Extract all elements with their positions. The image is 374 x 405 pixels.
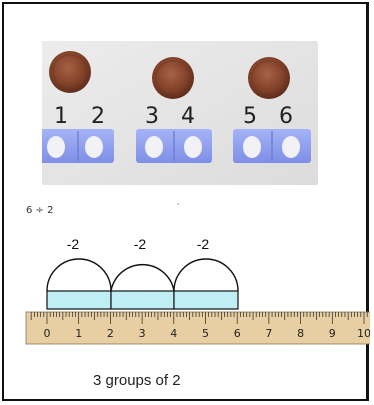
jump-arc-1 [47, 259, 111, 291]
group-bar-1 [47, 291, 111, 309]
ruler-label-10: 10 [357, 327, 370, 340]
ruler-label-0: 0 [44, 327, 51, 340]
cube-pair-3 [233, 129, 311, 163]
caption: 3 groups of 2 [93, 372, 181, 389]
ruler-label-2: 2 [107, 327, 114, 340]
jump-label-2: -2 [134, 236, 147, 252]
stray-dot [177, 203, 179, 205]
ruler-label-6: 6 [234, 327, 241, 340]
ruler: 0 1 2 3 4 5 6 7 8 9 10 [26, 312, 370, 344]
grouping-diagram: -2 -2 -2 0 1 2 3 4 5 6 7 8 9 10 [20, 230, 370, 366]
coin-1 [49, 51, 91, 93]
photo-number-5: 5 [243, 104, 257, 129]
ruler-label-1: 1 [75, 327, 82, 340]
photo-number-3: 3 [145, 104, 159, 129]
coin-2 [152, 57, 194, 99]
photo-number-6: 6 [279, 104, 293, 129]
jump-label-1: -2 [67, 236, 80, 252]
ruler-label-3: 3 [139, 327, 146, 340]
division-equation: 6 ÷ 2 [26, 205, 53, 216]
cube-pair-1 [42, 129, 114, 163]
ruler-label-4: 4 [170, 327, 177, 340]
coins-and-cubes-photo: 1 2 3 4 5 6 [42, 41, 318, 185]
ruler-label-8: 8 [297, 327, 304, 340]
jump-arc-3 [174, 259, 238, 291]
ruler-label-9: 9 [329, 327, 336, 340]
photo-number-4: 4 [181, 104, 195, 129]
ruler-label-5: 5 [202, 327, 209, 340]
photo-number-2: 2 [91, 104, 105, 129]
jump-label-3: -2 [197, 236, 210, 252]
group-bar-2 [111, 291, 174, 309]
coin-3 [248, 57, 290, 99]
cube-pair-2 [136, 129, 212, 163]
photo-number-1: 1 [54, 104, 68, 129]
group-bar-3 [174, 291, 238, 309]
jump-arc-2 [111, 265, 174, 291]
ruler-label-7: 7 [265, 327, 272, 340]
